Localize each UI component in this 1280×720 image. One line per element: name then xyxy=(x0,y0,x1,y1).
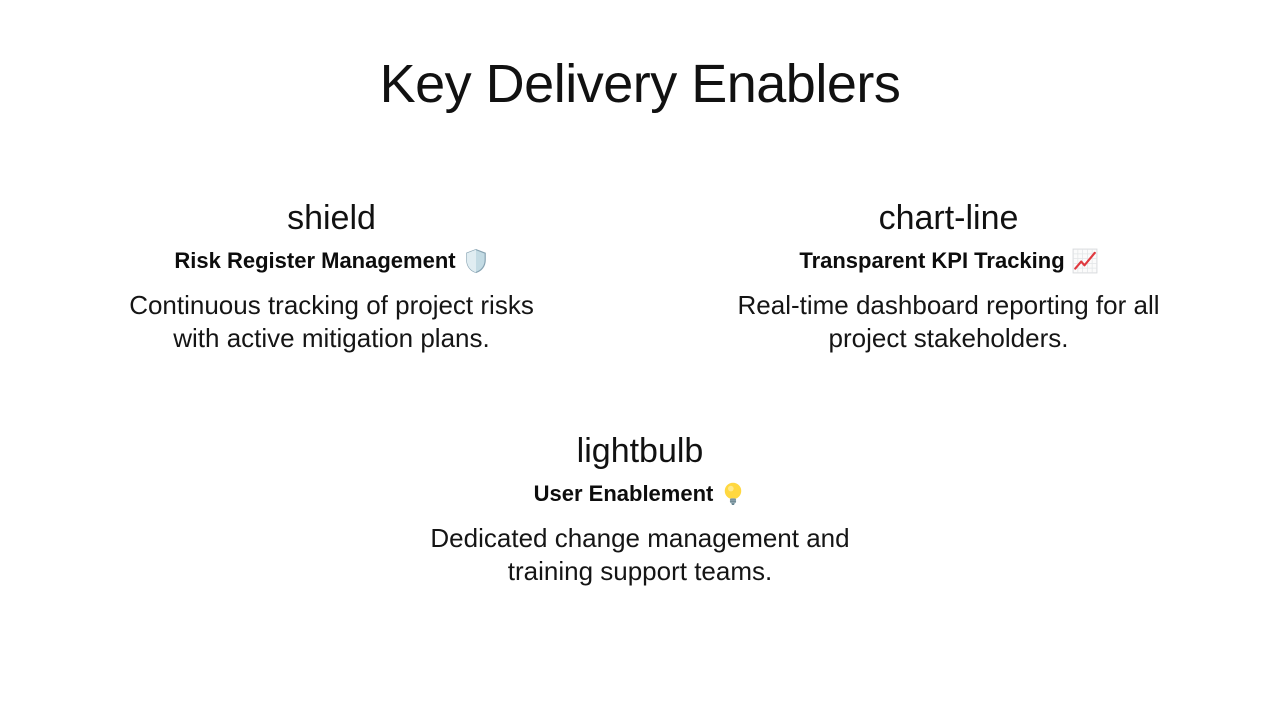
card-body-text: Continuous tracking of project risks wit… xyxy=(129,289,534,353)
card-heading-text: Transparent KPI Tracking xyxy=(799,247,1065,273)
card-icon-name-label: shield xyxy=(287,199,376,237)
light-bulb-emoji-icon xyxy=(725,482,742,505)
card-heading: User Enablement xyxy=(348,479,932,509)
card-body-text: Dedicated change management and training… xyxy=(430,522,850,586)
card-heading-text: User Enablement xyxy=(533,480,714,506)
card-body-text: Real-time dashboard reporting for all pr… xyxy=(737,289,1160,353)
card-heading: Risk Register Management xyxy=(40,246,623,276)
card-icon-name-label: lightbulb xyxy=(576,432,704,470)
card-heading-text: Risk Register Management xyxy=(174,247,456,273)
card-kpi-tracking: chart-line Transparent KPI Tracking Real… xyxy=(657,197,1240,355)
card-icon-name-label: chart-line xyxy=(878,199,1019,237)
chart-increasing-emoji-icon xyxy=(1072,248,1098,273)
shield-emoji-icon xyxy=(465,248,486,273)
card-heading: Transparent KPI Tracking xyxy=(657,246,1240,276)
card-user-enablement: lightbulb User Enablement Dedicated chan… xyxy=(348,430,932,588)
card-risk-register: shield Risk Register Management Continuo… xyxy=(40,197,623,355)
slide-title: Key Delivery Enablers xyxy=(379,54,901,114)
